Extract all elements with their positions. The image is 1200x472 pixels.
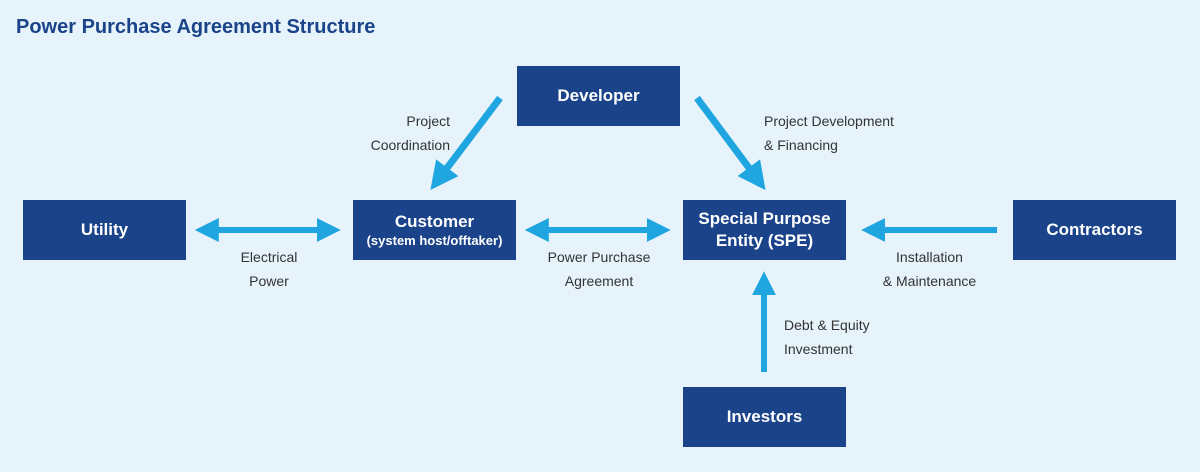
label-line: Agreement xyxy=(564,273,634,289)
label-line: Power Purchase xyxy=(547,249,651,265)
label-project-coordination: Project Coordination xyxy=(320,109,450,157)
node-investors: Investors xyxy=(683,387,846,447)
label-line: & Financing xyxy=(764,137,838,153)
arrow-developer-to-spe xyxy=(694,95,766,191)
node-customer: Customer (system host/offtaker) xyxy=(353,200,516,260)
node-utility: Utility xyxy=(23,200,186,260)
node-contractors-label: Contractors xyxy=(1046,220,1143,239)
node-utility-label: Utility xyxy=(80,220,129,239)
node-customer-sublabel: (system host/offtaker) xyxy=(366,233,503,248)
label-line: Project xyxy=(406,113,450,129)
arrow-developer-to-customer xyxy=(430,95,503,191)
node-developer: Developer xyxy=(517,66,680,126)
node-spe-label-line1: Special Purpose xyxy=(698,209,831,228)
label-installation-maintenance: Installation & Maintenance xyxy=(862,245,997,293)
label-line: Power xyxy=(249,273,289,289)
label-line: Investment xyxy=(784,341,853,357)
label-project-development: Project Development & Financing xyxy=(764,109,944,157)
node-customer-label: Customer xyxy=(394,212,475,231)
node-developer-label: Developer xyxy=(557,86,640,105)
node-investors-label: Investors xyxy=(726,407,803,426)
node-spe-label-line2: Entity (SPE) xyxy=(715,231,814,250)
label-power-purchase-agreement: Power Purchase Agreement xyxy=(524,245,674,293)
label-line: Installation xyxy=(896,249,963,265)
node-spe: Special Purpose Entity (SPE) xyxy=(683,200,846,260)
label-electrical-power: Electrical Power xyxy=(208,245,330,293)
label-line: Project Development xyxy=(764,113,894,129)
diagram-title: Power Purchase Agreement Structure xyxy=(16,16,376,38)
label-line: Debt & Equity xyxy=(784,317,870,333)
label-line: Electrical xyxy=(240,249,298,265)
node-contractors: Contractors xyxy=(1013,200,1176,260)
label-line: Coordination xyxy=(370,137,450,153)
label-debt-equity: Debt & Equity Investment xyxy=(784,313,934,361)
label-line: & Maintenance xyxy=(882,273,977,289)
